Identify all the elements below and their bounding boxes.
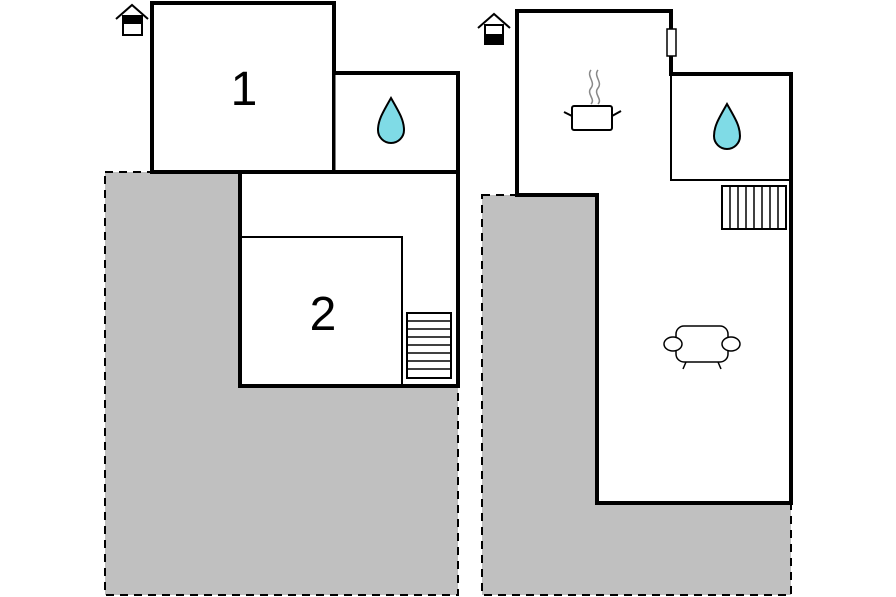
floor-1: 1 2 — [104, 1, 460, 596]
water-drop-icon — [712, 101, 742, 150]
window-icon — [666, 28, 677, 57]
bathroom — [670, 74, 791, 181]
cooking-pot-icon — [563, 69, 622, 131]
stairs-icon — [721, 185, 787, 230]
water-drop-icon — [376, 95, 406, 144]
house-entrance-icon — [477, 12, 511, 45]
outer-wall — [150, 1, 460, 388]
sofa-icon — [663, 325, 741, 370]
room-1-label: 1 — [231, 63, 258, 116]
house-entrance-icon — [115, 3, 149, 36]
room-2-label: 2 — [310, 288, 337, 341]
stairs-icon — [406, 312, 452, 379]
floor-2 — [477, 9, 793, 596]
